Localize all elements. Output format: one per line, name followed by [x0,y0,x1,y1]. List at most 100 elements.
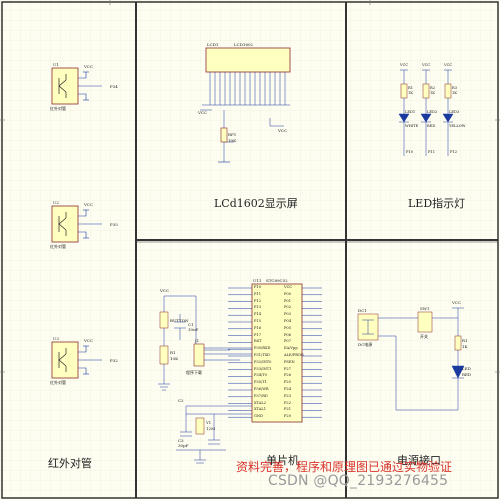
mcu-right-pin-label: P24 [284,387,291,391]
led-channel [420,69,432,156]
led-color: RED [427,124,436,128]
mcu-left-pin-label: P10 [254,285,261,289]
mcu-right-pin-label: PSEN [284,359,295,364]
mcu-right-pin-label: P05 [284,325,291,330]
crystal-value: 12M [206,426,216,431]
led-diode [398,113,410,123]
led-resistor-value: 1K [430,91,435,95]
section-title-led: LED指示灯 [408,197,466,210]
c2-ref: C2 [178,398,184,403]
led-resistor [422,83,430,99]
mcu-left-pin-label: RST [254,339,262,344]
mcu-left-pin-label: P14 [254,312,261,317]
mcu-left-pin-label: P36/WR [254,387,269,391]
led-diode [420,113,432,123]
lcd-part: LCD1602 [234,42,254,47]
ir3-net: P32 [110,358,118,363]
mcu-right-pin-label: P27 [284,366,291,371]
led-channel [398,69,410,156]
crystal-ref: Y1 [206,420,212,425]
power-jack-label: DC电源 [358,342,373,347]
mcu-left-pin-label: GND [254,414,263,419]
mcu-ref: U11 [253,278,262,283]
mcu-right-pin-label: VCC [284,285,293,289]
power-circuit [357,307,465,411]
mcu-left-pin-label: P16 [254,325,261,330]
reset-res-value: 10K [170,356,179,361]
mcu-chip [228,283,322,423]
section-title-ir: 红外对管 [48,457,92,470]
mcu-right-pin-label: P00 [284,291,291,296]
mcu-left-pin-label: P13 [254,305,261,310]
power-led-color: RED [462,372,472,377]
led-net: P11 [428,150,435,154]
power-jack-ref: DC1 [358,308,367,313]
mcu-left-pin-label: P11 [254,291,261,296]
led-color: WHITE [405,124,419,128]
led-color: YELLOW [449,124,466,128]
ir3-ref: U3 [53,336,59,341]
lcd-ref: LCD1 [207,42,219,47]
mcu-right-pin-label: P22 [284,400,291,405]
lcd-vcc-2: VCC [278,128,288,133]
mcu-left-pin-label: XTAL1 [254,407,267,412]
header-ref: J1 [195,338,200,343]
mcu-right-pin-label: P25 [284,380,291,385]
section-title-lcd: LCd1602显示屏 [214,197,298,210]
lcd-pot-value: 10K [228,138,237,143]
reset-res-ref: R1 [170,350,176,355]
ir3-vcc: VCC [84,338,94,343]
mcu-right-pin-label: P07 [284,339,291,344]
led-resistor [444,83,452,99]
ir-module-3 [51,341,102,379]
mcu-left-pin-label: P31/TXD [254,353,271,357]
mcu-left-pin-label: P37/RD [254,393,268,398]
lcd-pot-ref: RP1 [228,132,237,137]
section-title-mcu: 单片机 [266,454,299,467]
watermark-red: 资料完善，程序和原理图已通过实物验证 [236,460,453,474]
power-switch-ref: SW1 [420,306,430,311]
mcu-left-pin-label: P35/T1 [254,380,267,385]
mcu-right-pin-label: P26 [284,373,291,378]
power-switch-label: 开关 [420,334,428,339]
reset-cap-ref: C1 [188,322,194,327]
reset-circuit [158,295,230,391]
mcu-right-pin-label: P01 [284,298,291,303]
ir1-label: 红外对管 [50,106,66,111]
watermark-csdn: CSDN @QQ_2193276455 [268,473,449,489]
section-title-power: 电源接口 [397,454,441,467]
ir2-label: 红外对管 [50,244,66,249]
lcd-1602 [200,47,291,163]
led-net: P12 [450,150,457,154]
ir2-net: P35 [110,222,118,227]
led-resistor-value: 1K [408,91,413,95]
mcu-left-pin-label: P12 [254,298,261,303]
reset-button: BUTTON [170,318,189,323]
led-resistor-value: 1K [452,91,457,95]
mcu-right-pin-label: P21 [284,407,291,412]
power-vcc: VCC [452,300,462,305]
mcu-right-pin-label: P02 [284,305,291,310]
mcu-right-pin-label: P04 [284,319,291,323]
mcu-left-pin-label: P15 [254,319,261,323]
mcu-right-pin-label: ALE/PROG [284,353,304,357]
mcu-right-pin-label: P20 [284,414,291,419]
led-resistor-ref: R1 [408,86,413,90]
led-indicators [398,69,454,156]
mcu-right-pin-label: P03 [284,312,291,317]
reset-cap-value: 10uF [188,327,199,332]
mcu-left-pin-label: P34/T0 [254,373,267,378]
ir-module-2 [51,205,102,243]
ir2-vcc: VCC [84,202,94,207]
ir2-ref: U2 [53,200,59,205]
led-ref: LED1 [405,110,416,114]
mcu-vcc: VCC [160,288,170,293]
header-label: 程序下载 [186,370,202,375]
mcu-right-pin-label: P23 [284,393,291,398]
program-header [193,343,252,367]
power-res-ref: R1 [462,338,468,343]
led-resistor [400,83,408,99]
ir1-vcc: VCC [84,64,94,69]
